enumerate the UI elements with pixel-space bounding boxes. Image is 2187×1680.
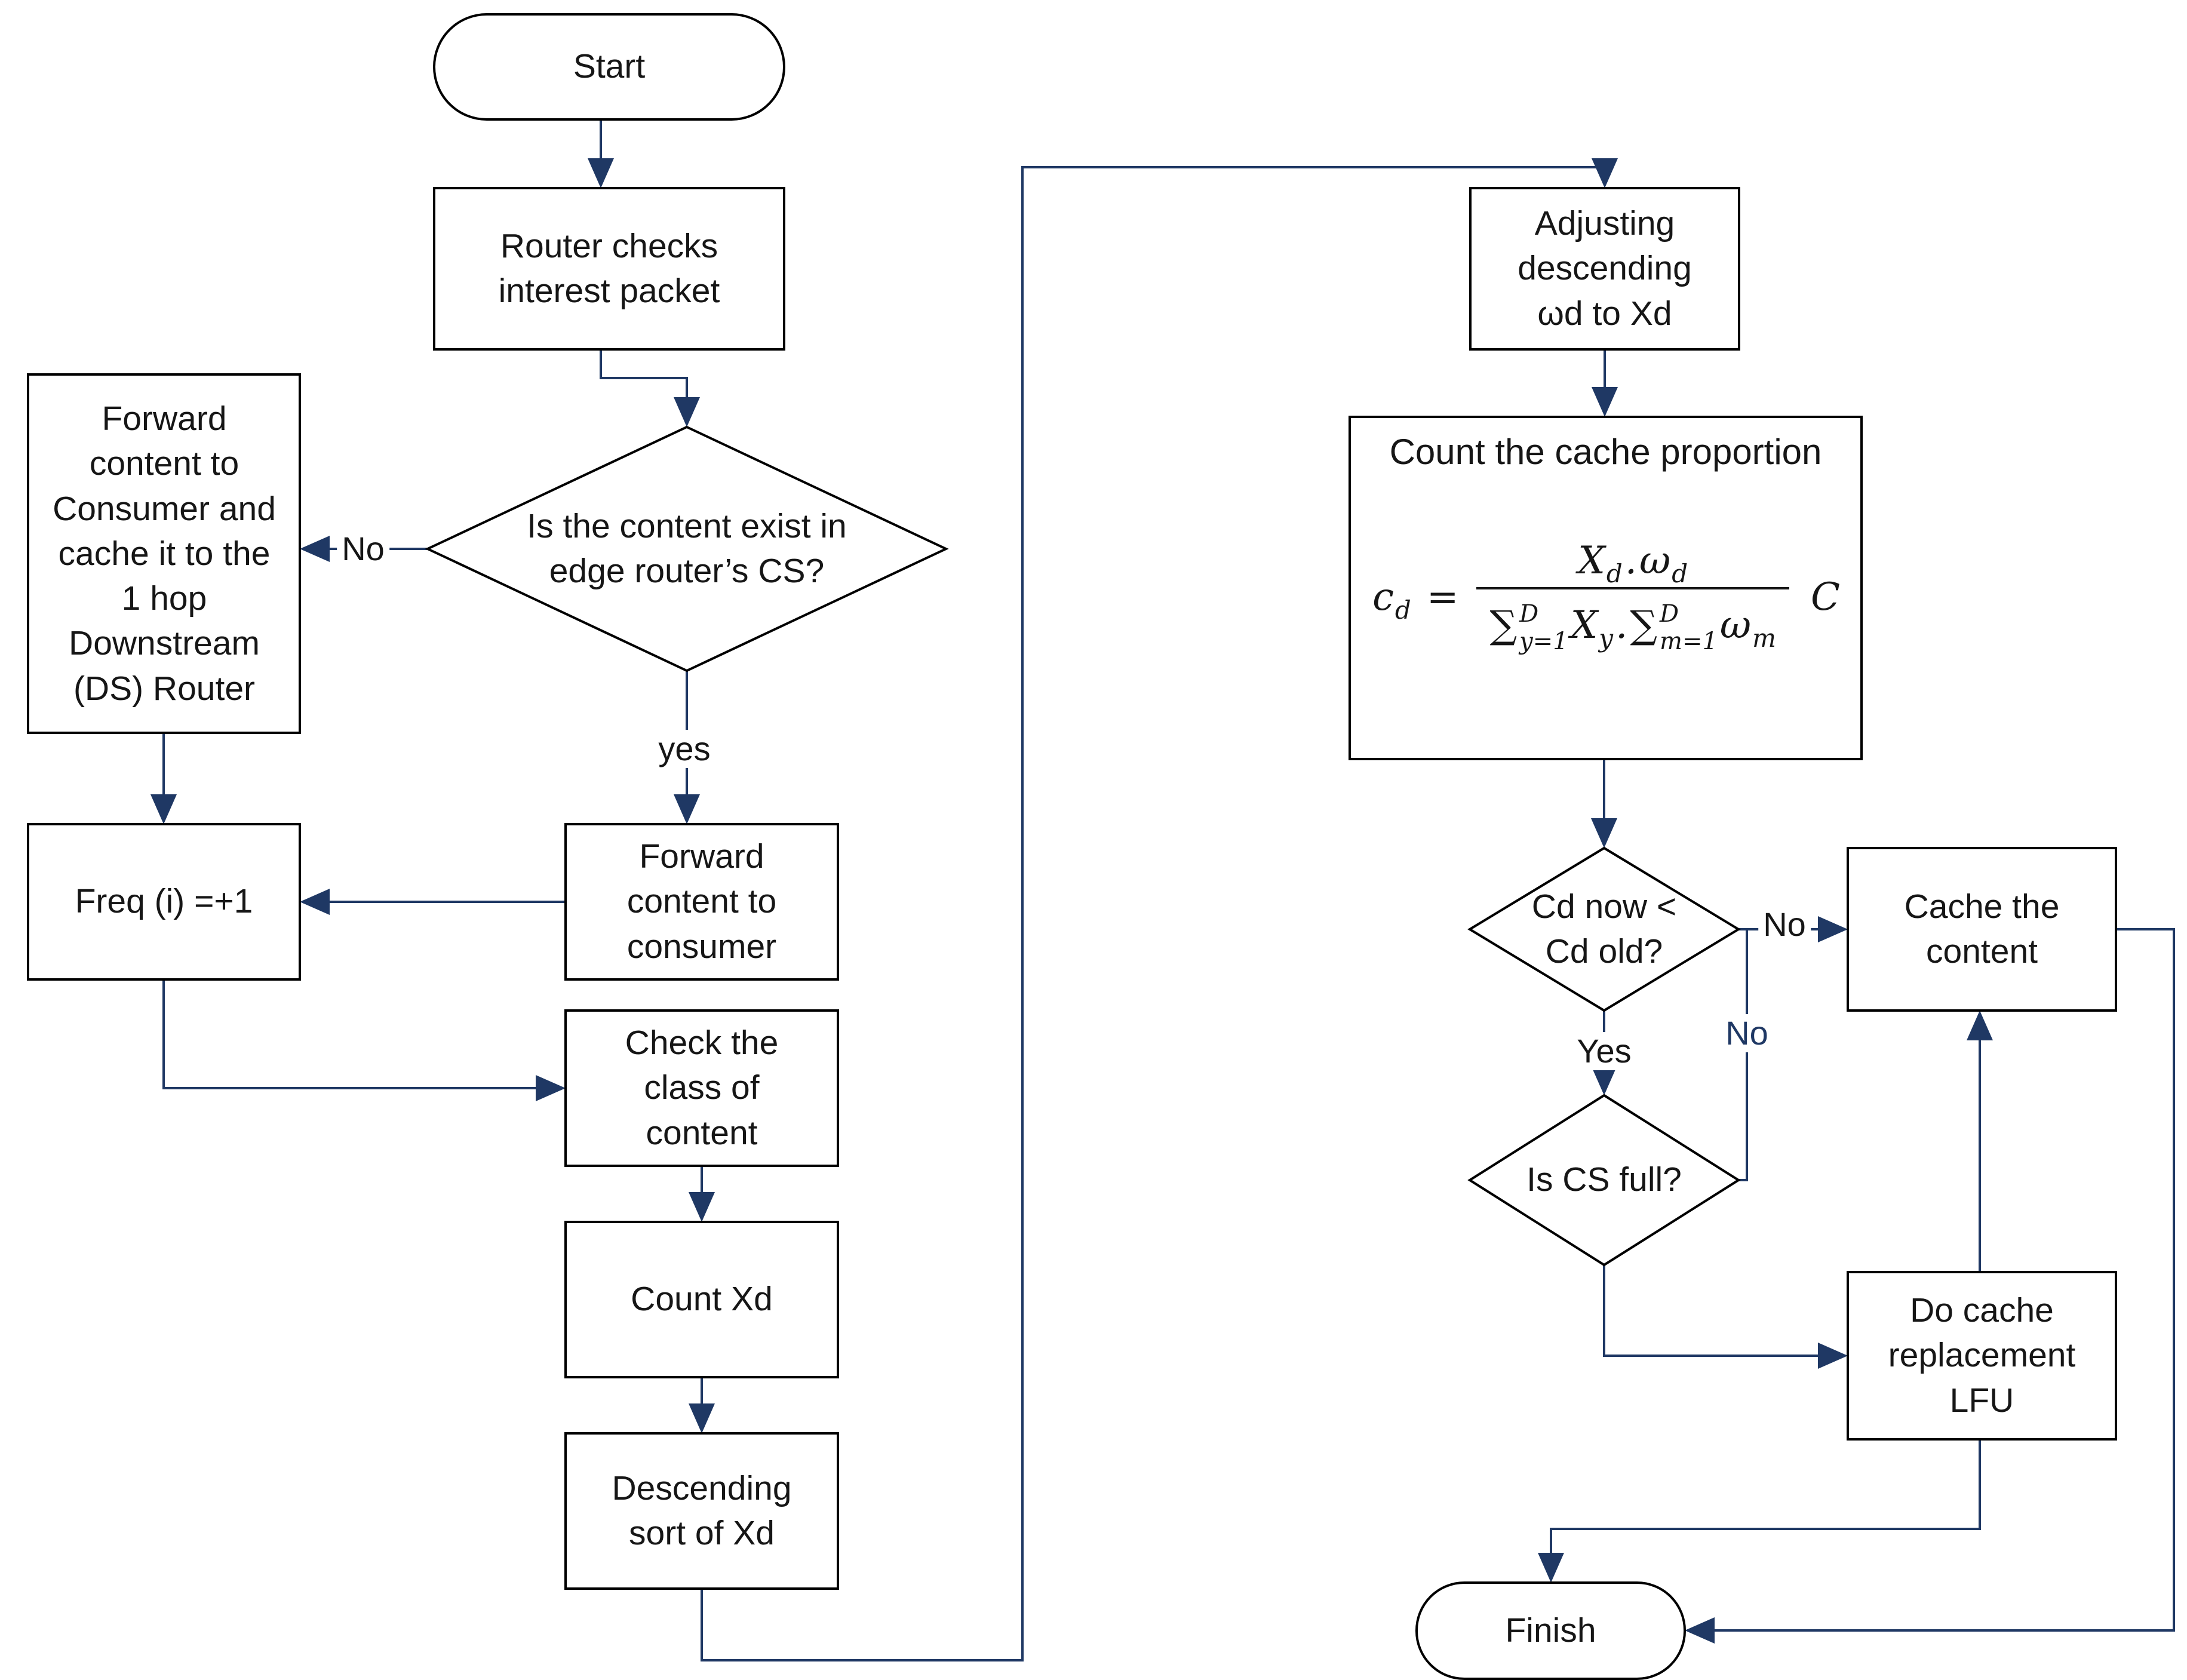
arrowhead-csfull-lfu (1818, 1343, 1848, 1369)
start-node-shape (433, 13, 785, 121)
connector-cache-to-finish (1713, 928, 2175, 1632)
arrowhead-lfu-finish (1538, 1553, 1564, 1583)
arrowhead-cache-finish (1685, 1617, 1715, 1644)
arrowhead-proportion-cd (1591, 818, 1617, 848)
arrowhead-yes-csfull (1591, 1065, 1617, 1095)
content-exists-decision-shape (425, 425, 949, 672)
connector-csfull-to-lfu (1603, 1265, 1820, 1357)
arrowhead-router-decision (674, 397, 700, 427)
forward-consumer-shape (564, 823, 839, 981)
cd-compare-decision-shape (1467, 846, 1741, 1012)
freq-increment-shape (27, 823, 301, 981)
count-xd-shape (564, 1221, 839, 1378)
arrowhead-downstream-freq (150, 794, 177, 824)
connector-csfull-no-branch (1738, 929, 1748, 1181)
arrowhead-freq-checkclass (536, 1075, 566, 1101)
arrowhead-countxd-sort (689, 1403, 715, 1433)
arrowhead-no-downstream (300, 536, 330, 562)
arrowhead-no-cache (1818, 916, 1848, 942)
adjusting-shape (1469, 187, 1740, 351)
cache-content-shape (1847, 847, 2117, 1012)
arrowhead-sort-adjusting (1592, 158, 1618, 188)
descending-sort-shape (564, 1432, 839, 1590)
finish-node-shape (1415, 1581, 1686, 1680)
connector-router-to-decision (600, 349, 688, 399)
forward-downstream-shape (27, 373, 301, 734)
arrowhead-start-router (588, 158, 614, 188)
arrowhead-adjusting-proportion (1592, 387, 1618, 417)
lfu-replacement-shape (1847, 1271, 2117, 1441)
arrowhead-lfu-cache (1967, 1011, 1993, 1040)
connector-freq-to-checkclass (162, 979, 537, 1089)
shapes (27, 13, 2117, 1680)
arrowhead-yes-forward (674, 794, 700, 824)
arrowheads (150, 158, 1993, 1644)
router-checks-shape (433, 187, 785, 351)
connector-lfu-to-finish (1550, 1439, 1981, 1555)
cs-full-decision-shape (1467, 1094, 1741, 1267)
check-class-shape (564, 1009, 839, 1167)
arrowhead-checkclass-countxd (689, 1192, 715, 1222)
arrowhead-forward-freq (300, 889, 330, 915)
cache-proportion-shape (1349, 416, 1863, 760)
